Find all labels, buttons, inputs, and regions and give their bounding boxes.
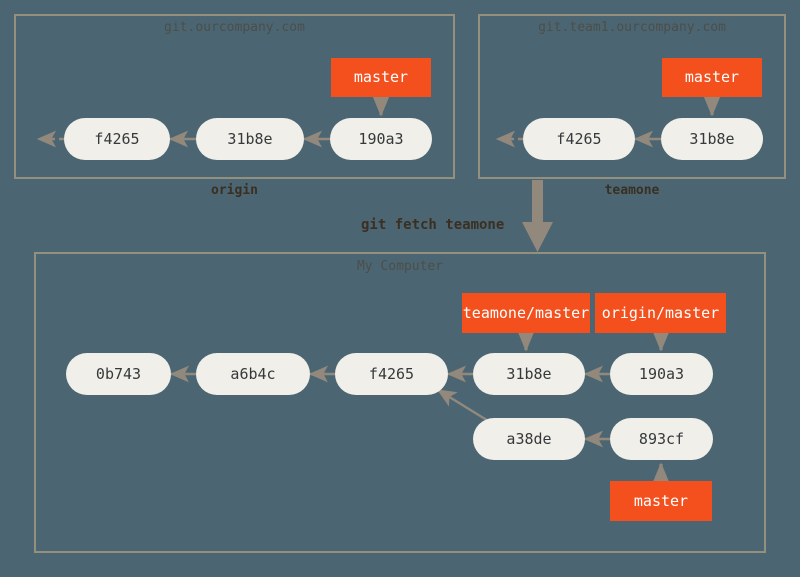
branch-badge-label: master: [684, 68, 740, 86]
branch-badge-local-origin-master[interactable]: origin/master: [595, 293, 726, 333]
branch-badge-teamone-master[interactable]: master: [662, 58, 762, 97]
branch-badge-label: teamone/master: [462, 303, 590, 322]
commit-node-local-a38de[interactable]: a38de: [473, 418, 585, 460]
repo-box-my-computer: [34, 252, 766, 553]
repo-box-origin: [14, 14, 455, 179]
fetch-arrow: [522, 180, 553, 252]
commit-node-local-0b743[interactable]: 0b743: [66, 353, 171, 395]
commit-label: 31b8e: [227, 129, 273, 148]
commit-label: f4265: [94, 129, 140, 148]
commit-node-local-893cf[interactable]: 893cf: [610, 418, 713, 460]
commit-label: 190a3: [638, 364, 685, 383]
commit-node-origin-31b8e[interactable]: 31b8e: [196, 118, 304, 160]
commit-label: 893cf: [638, 429, 685, 448]
branch-badge-local-teamone-master[interactable]: teamone/master: [462, 293, 590, 333]
repo-title-origin: git.ourcompany.com: [164, 20, 305, 35]
command-label-git-fetch: git fetch teamone: [361, 217, 505, 233]
commit-label: f4265: [368, 364, 415, 383]
branch-badge-label: origin/master: [601, 303, 720, 322]
commit-label: a6b4c: [230, 364, 276, 383]
branch-badge-local-master[interactable]: master: [610, 481, 712, 521]
branch-badge-origin-master[interactable]: master: [331, 58, 431, 97]
commit-node-local-190a3[interactable]: 190a3: [610, 353, 713, 395]
commit-label: a38de: [506, 429, 552, 448]
commit-node-local-31b8e[interactable]: 31b8e: [473, 353, 585, 395]
commit-node-local-a6b4c[interactable]: a6b4c: [196, 353, 310, 395]
commit-node-origin-f4265[interactable]: f4265: [64, 118, 170, 160]
repo-box-teamone: [478, 14, 786, 179]
commit-label: 0b743: [95, 364, 142, 383]
branch-badge-label: master: [633, 491, 689, 510]
commit-label: f4265: [556, 129, 602, 148]
repo-caption-origin: origin: [211, 183, 258, 198]
arrow-local-a38de-to-f4265: [436, 388, 491, 424]
repo-title-my-computer: My Computer: [356, 259, 444, 274]
commit-node-local-f4265[interactable]: f4265: [335, 353, 448, 395]
commit-node-origin-190a3[interactable]: 190a3: [330, 118, 432, 160]
commit-node-teamone-f4265[interactable]: f4265: [523, 118, 635, 160]
repo-title-teamone: git.team1.ourcompany.com: [538, 20, 726, 35]
branch-badge-label: master: [353, 68, 409, 86]
commit-label: 190a3: [358, 129, 404, 148]
commit-label: 31b8e: [506, 364, 552, 383]
commit-label: 31b8e: [689, 129, 735, 148]
repo-caption-teamone: teamone: [604, 183, 660, 198]
commit-node-teamone-31b8e[interactable]: 31b8e: [661, 118, 763, 160]
